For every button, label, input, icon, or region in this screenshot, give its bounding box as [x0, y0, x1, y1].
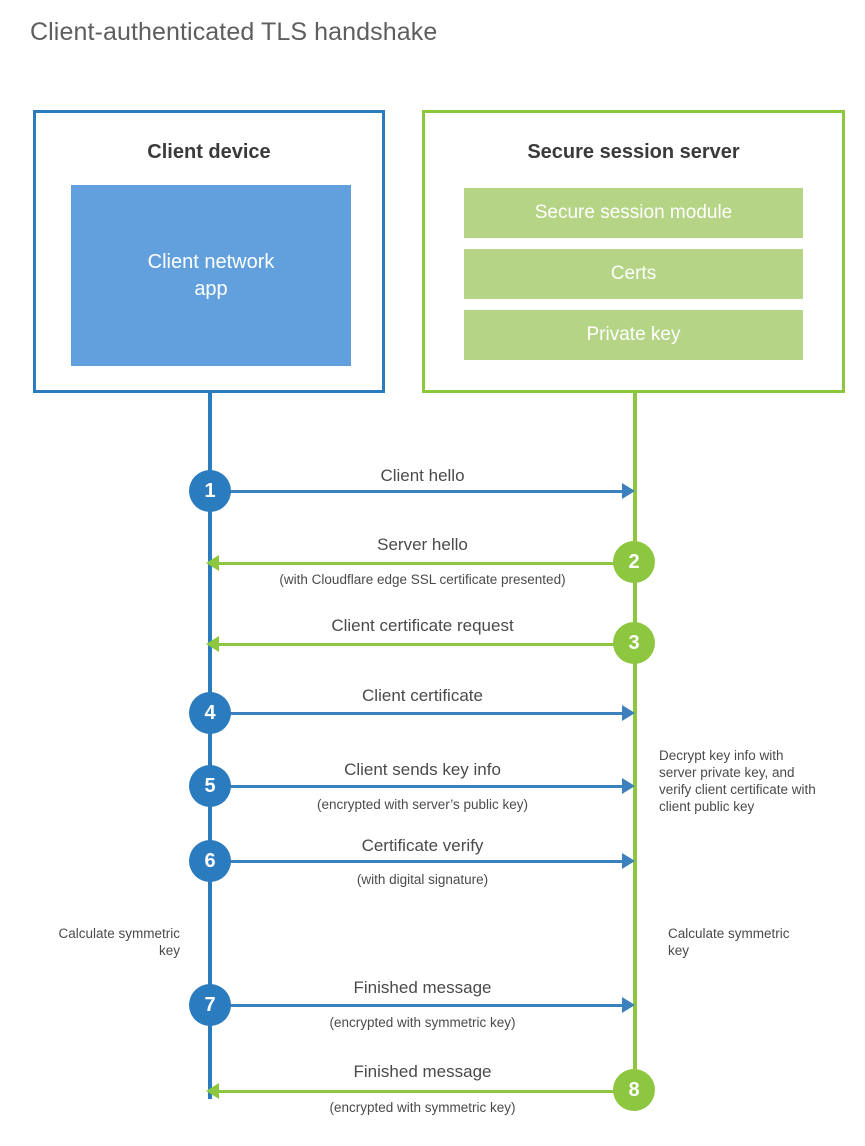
step-3-arrow-line [213, 643, 633, 646]
step-4-label: Client certificate [362, 686, 483, 705]
step-8-label: Finished message [353, 1062, 492, 1081]
step-7-circle: 7 [189, 984, 231, 1026]
client-calculate-symmetric-key-note: Calculate symmetric key [58, 926, 180, 958]
server-module-certs: Certs [464, 249, 803, 299]
client-network-app-block: Client network app [71, 185, 351, 366]
secure-session-server-box: Secure session server Secure session mod… [422, 110, 845, 393]
client-device-title: Client device [147, 141, 271, 163]
server-decrypt-note: Decrypt key info with server private key… [659, 748, 816, 814]
server-module-list: Secure session module Certs Private key [464, 188, 803, 360]
client-app-label-line1: Client network [147, 250, 275, 273]
server-module-secure-session-module: Secure session module [464, 188, 803, 238]
client-device-box: Client device Client network app [33, 110, 385, 393]
step-5-sublabel: (encrypted with server’s public key) [316, 797, 529, 812]
step-5-arrow-line [208, 785, 625, 788]
step-4-arrow-line [208, 712, 625, 715]
step-2-sublabel: (with Cloudflare edge SSL certificate pr… [279, 572, 566, 587]
step-6-arrow-head-icon [622, 853, 635, 869]
step-1-arrow-head-icon [622, 483, 635, 499]
step-7-arrow-line [208, 1004, 625, 1007]
step-1-label: Client hello [380, 466, 465, 485]
client-lifeline [208, 393, 212, 1099]
secure-session-server-title: Secure session server [527, 141, 740, 163]
server-lifeline [633, 393, 637, 1093]
step-5-circle: 5 [189, 765, 231, 807]
step-8-circle: 8 [613, 1069, 655, 1111]
step-8-sublabel: (encrypted with symmetric key) [329, 1100, 516, 1115]
step-6-circle: 6 [189, 840, 231, 882]
step-2-label: Server hello [377, 535, 468, 554]
step-3-circle: 3 [613, 622, 655, 664]
page-title: Client-authenticated TLS handshake [30, 18, 438, 46]
step-2-arrow-head-icon [206, 555, 219, 571]
step-4-circle: 4 [189, 692, 231, 734]
step-7-label: Finished message [353, 978, 492, 997]
step-6-sublabel: (with digital signature) [356, 872, 489, 887]
step-5-label: Client sends key info [344, 760, 501, 779]
step-3-label: Client certificate request [331, 616, 514, 635]
step-8-arrow-line [213, 1090, 633, 1093]
step-6-label: Certificate verify [361, 836, 484, 855]
server-calculate-symmetric-key-note: Calculate symmetric key [668, 926, 790, 958]
step-2-circle: 2 [613, 541, 655, 583]
client-network-app-label: Client network app [148, 249, 275, 303]
step-2-arrow-line [213, 562, 633, 565]
step-1-arrow-line [208, 490, 625, 493]
client-app-label-line2: app [194, 277, 228, 300]
step-7-arrow-head-icon [622, 997, 635, 1013]
step-8-arrow-head-icon [206, 1083, 219, 1099]
step-4-arrow-head-icon [622, 705, 635, 721]
step-6-arrow-line [208, 860, 625, 863]
step-5-arrow-head-icon [622, 778, 635, 794]
step-3-arrow-head-icon [206, 636, 219, 652]
step-1-circle: 1 [189, 470, 231, 512]
server-module-private-key: Private key [464, 310, 803, 360]
step-7-sublabel: (encrypted with symmetric key) [329, 1015, 516, 1030]
